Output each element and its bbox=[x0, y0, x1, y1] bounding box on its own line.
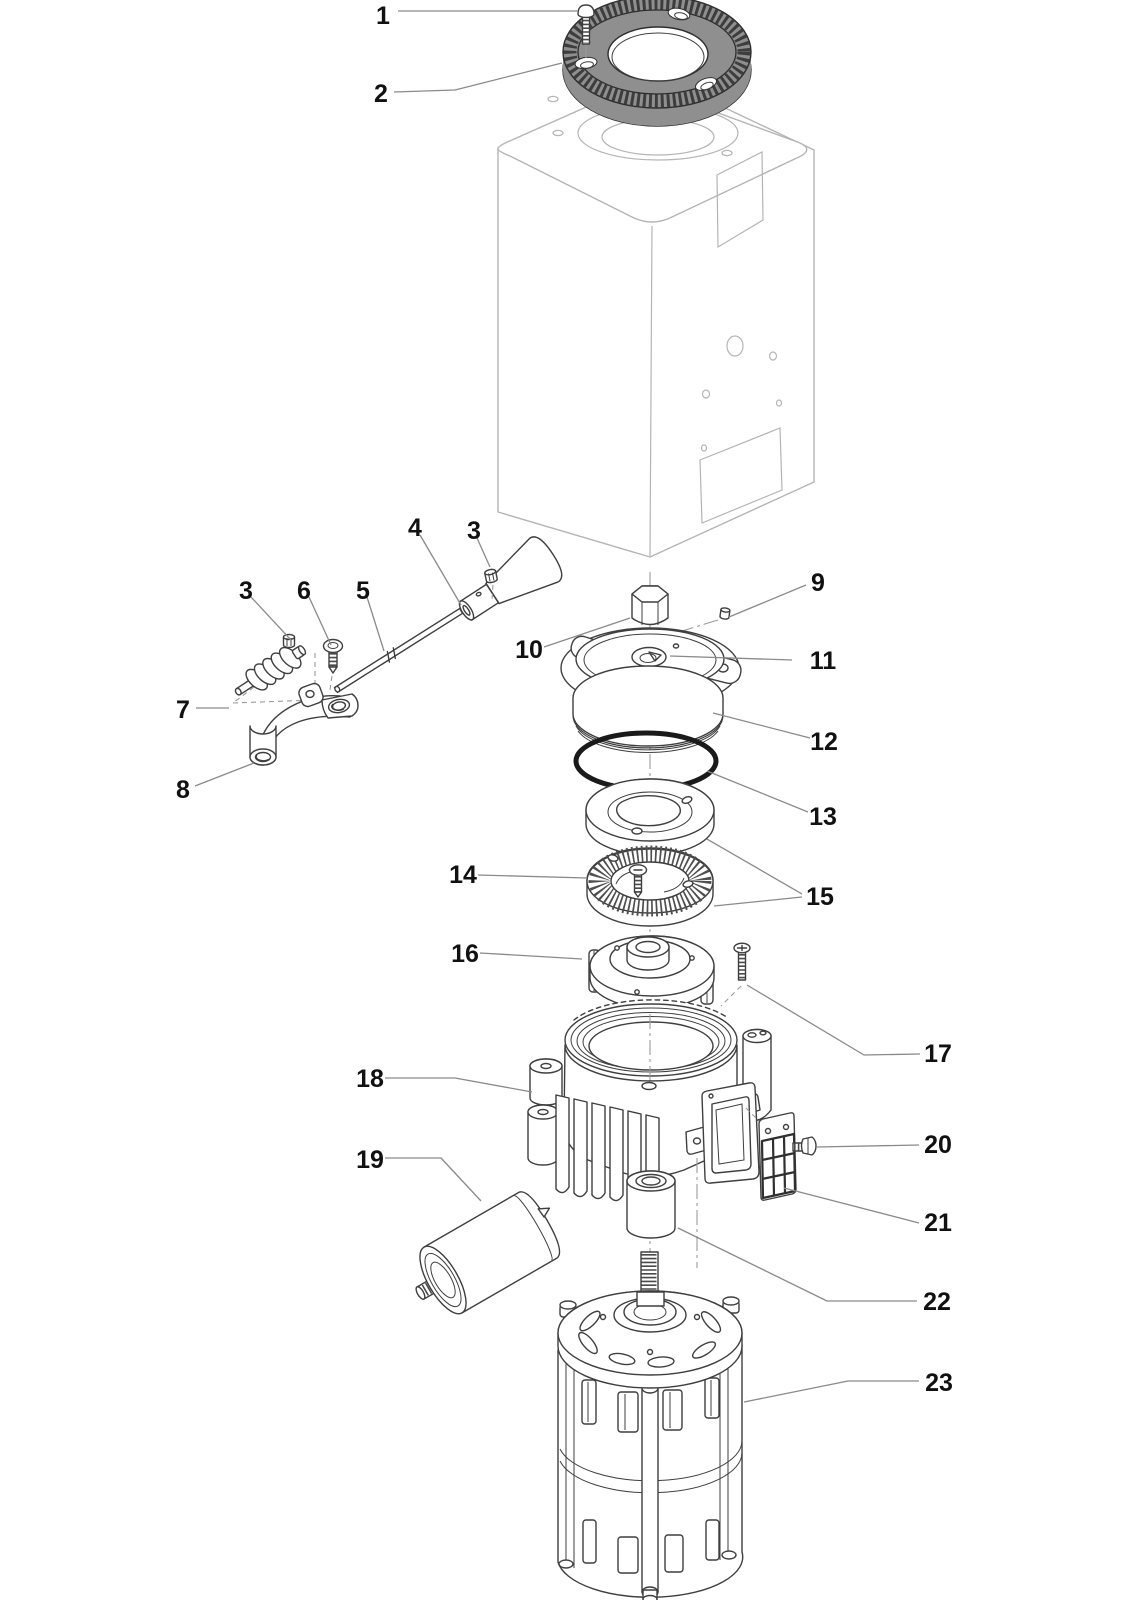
callout-6: 6 bbox=[297, 577, 311, 605]
leader-line-11 bbox=[669, 655, 793, 661]
part-17-screw bbox=[720, 942, 751, 1007]
leader-line-20 bbox=[816, 1144, 920, 1148]
leader-lines bbox=[194, 10, 921, 1403]
callout-15: 15 bbox=[806, 883, 834, 911]
callout-23: 23 bbox=[925, 1369, 953, 1397]
leader-line-15 bbox=[713, 896, 803, 907]
callout-2: 2 bbox=[374, 80, 388, 108]
gear-mount-hole bbox=[574, 56, 598, 70]
lever-assembly bbox=[232, 536, 563, 766]
leader-line-15 bbox=[706, 838, 803, 895]
leader-line-14 bbox=[477, 874, 588, 879]
leader-line-21 bbox=[783, 1187, 920, 1224]
leader-line-16 bbox=[479, 952, 583, 960]
callout-7: 7 bbox=[176, 696, 190, 724]
part-8-bracket bbox=[249, 682, 359, 766]
callout-3: 3 bbox=[239, 577, 253, 605]
callout-19: 19 bbox=[356, 1146, 384, 1174]
leader-line-18 bbox=[385, 1077, 533, 1093]
part-21-grid-plate bbox=[758, 1112, 797, 1201]
part-3-nut bbox=[484, 568, 498, 601]
leader-line-3b bbox=[476, 537, 491, 568]
leader-line-5 bbox=[366, 596, 385, 652]
callout-13: 13 bbox=[809, 803, 837, 831]
part-22-coupling bbox=[626, 1170, 676, 1239]
callout-10: 10 bbox=[515, 636, 543, 664]
leader-line-13 bbox=[706, 770, 809, 813]
part-14-burr-screw bbox=[628, 864, 648, 898]
housing-chute bbox=[685, 1082, 763, 1268]
leader-line-12 bbox=[712, 712, 811, 739]
part-15-grinding-burr bbox=[586, 845, 714, 927]
leader-line-2 bbox=[393, 62, 563, 93]
leader-line-9 bbox=[728, 584, 807, 618]
callout-8: 8 bbox=[176, 776, 190, 804]
part-6-screw bbox=[322, 638, 344, 691]
callout-21: 21 bbox=[924, 1209, 952, 1237]
leader-line-4 bbox=[419, 534, 462, 606]
callout-14: 14 bbox=[449, 861, 477, 889]
callout-11: 11 bbox=[810, 647, 837, 675]
callouts: 1 2 4 3 3 6 5 7 8 9 10 11 12 13 14 15 16… bbox=[176, 2, 953, 1397]
leader-line-3a bbox=[250, 596, 292, 641]
part-23-motor bbox=[557, 1251, 744, 1600]
part-4-knob bbox=[458, 536, 563, 621]
part-hopper-body bbox=[497, 86, 815, 558]
callout-12: 12 bbox=[810, 728, 838, 756]
leader-line-10 bbox=[543, 617, 631, 648]
leader-line-6 bbox=[308, 596, 332, 646]
callout-3: 3 bbox=[467, 517, 481, 545]
callout-20: 20 bbox=[924, 1131, 952, 1159]
callout-18: 18 bbox=[356, 1065, 384, 1093]
leader-line-17 bbox=[746, 984, 921, 1056]
callout-16: 16 bbox=[451, 940, 479, 968]
part-20-screw bbox=[792, 1136, 817, 1156]
part-15-burr-holder bbox=[585, 778, 715, 856]
part-5-rod bbox=[333, 607, 464, 694]
gear-mount-hole bbox=[667, 7, 691, 21]
callout-4: 4 bbox=[408, 514, 422, 542]
part-10-hex-cap bbox=[631, 585, 669, 626]
part-16-lower-carrier bbox=[588, 935, 715, 1009]
leader-line-22 bbox=[677, 1227, 917, 1302]
part-19-capacitor bbox=[415, 1191, 561, 1315]
callout-1: 1 bbox=[376, 2, 390, 30]
gear-mount-hole bbox=[694, 77, 718, 91]
callout-5: 5 bbox=[356, 577, 370, 605]
leader-line-19 bbox=[385, 1157, 482, 1202]
callout-9: 9 bbox=[811, 569, 825, 597]
part-3-nut bbox=[282, 633, 296, 649]
part-7-worm bbox=[234, 645, 307, 696]
part-18-housing bbox=[527, 999, 772, 1268]
leader-line-23 bbox=[743, 1380, 919, 1403]
part-1-screw bbox=[577, 4, 595, 58]
callout-22: 22 bbox=[923, 1288, 951, 1316]
leader-line-8 bbox=[194, 762, 255, 787]
part-2-ring-gear bbox=[562, 0, 752, 127]
callout-17: 17 bbox=[924, 1040, 952, 1068]
